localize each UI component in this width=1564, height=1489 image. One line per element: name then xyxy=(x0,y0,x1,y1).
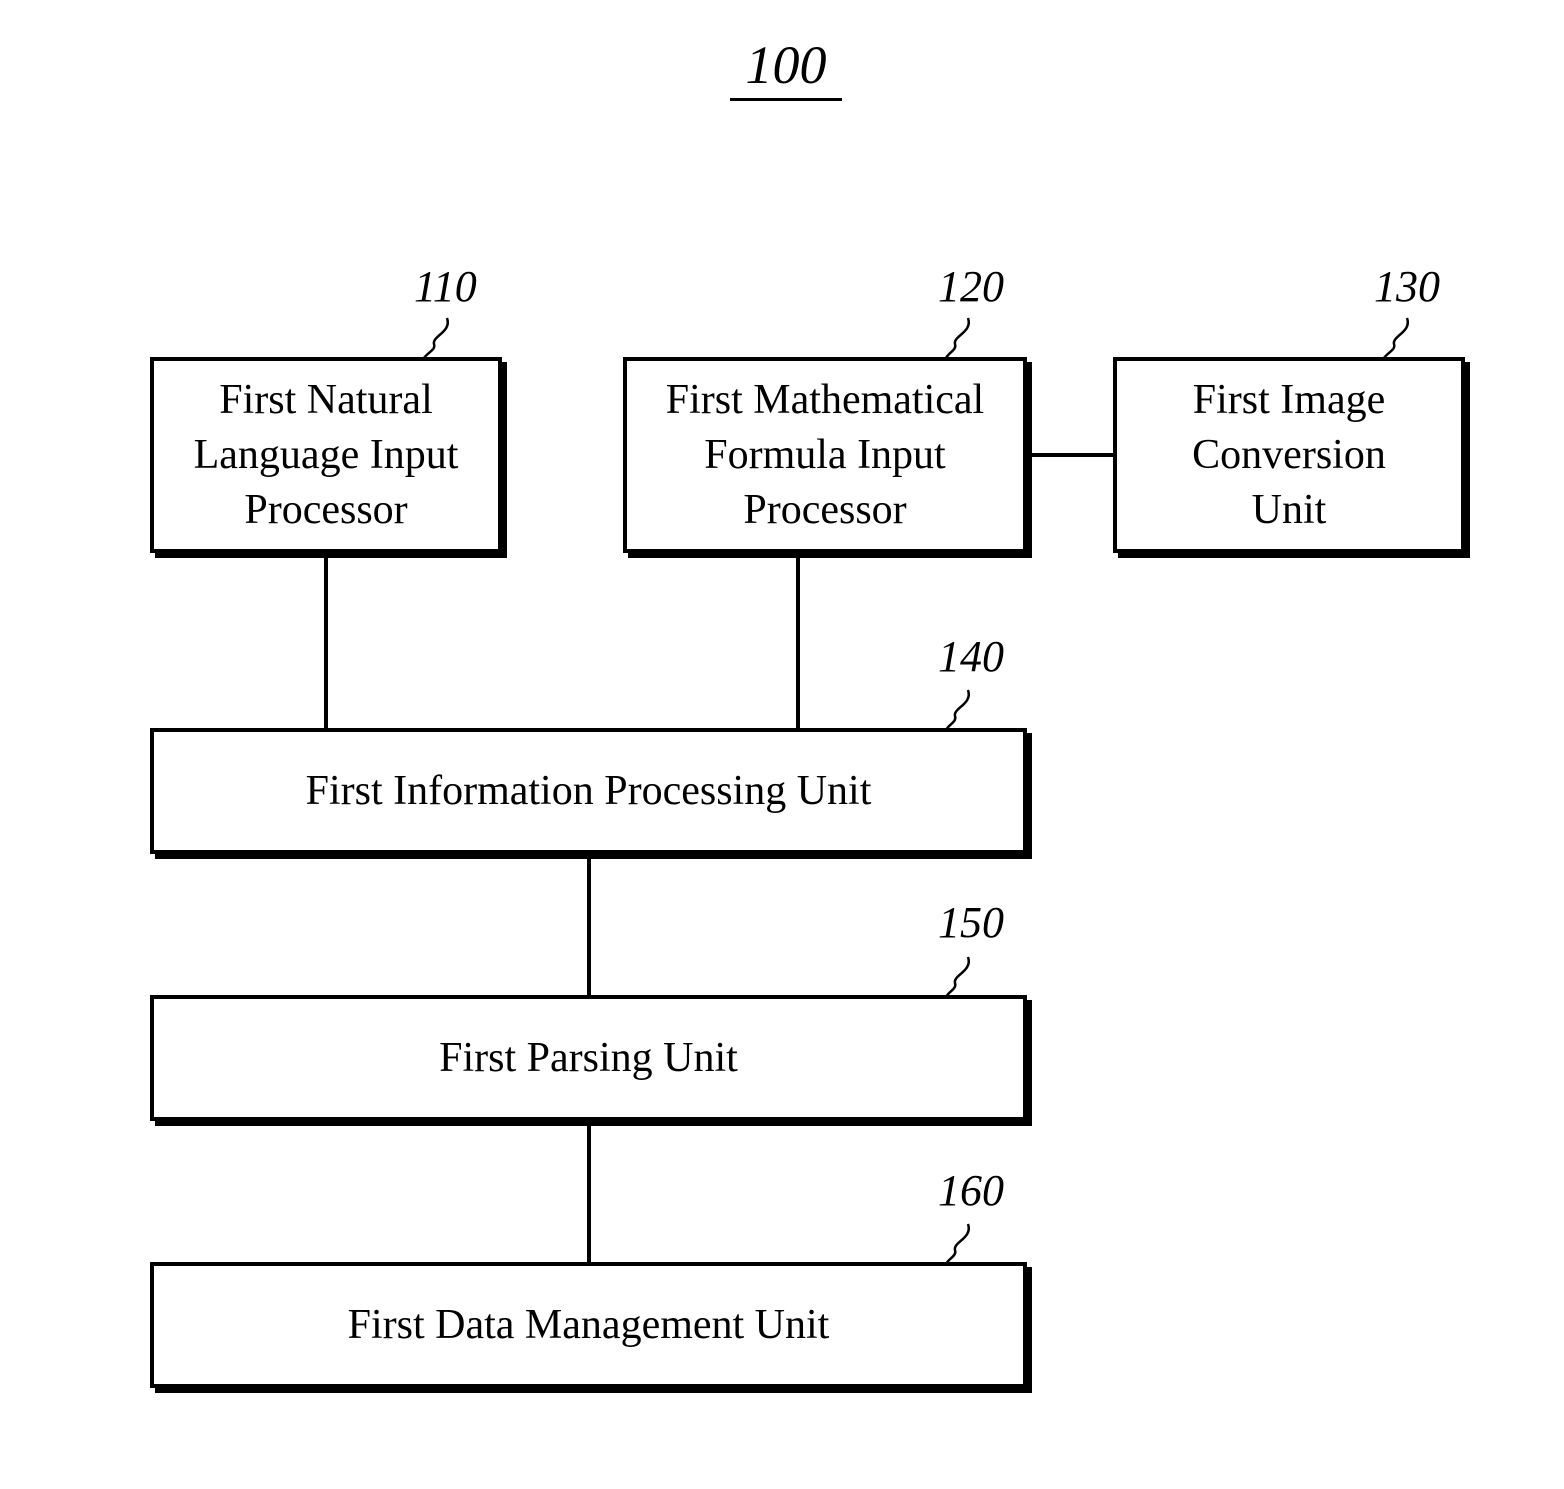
block-first-parsing-unit: First Parsing Unit xyxy=(150,995,1027,1121)
block-first-information-processing-unit: First Information Processing Unit xyxy=(150,728,1027,854)
leader-130 xyxy=(1384,318,1408,358)
ref-140: 140 xyxy=(938,632,1004,682)
block-first-mathematical-formula-input-processor: First Mathematical Formula Input Process… xyxy=(623,357,1027,553)
ref-150: 150 xyxy=(938,898,1004,948)
ref-160: 160 xyxy=(938,1166,1004,1216)
block-first-natural-language-input-processor: First Natural Language Input Processor xyxy=(150,357,502,553)
ref-110: 110 xyxy=(414,262,477,312)
ref-130: 130 xyxy=(1374,262,1440,312)
block-first-data-management-unit: First Data Management Unit xyxy=(150,1262,1027,1388)
leader-160 xyxy=(946,1224,969,1264)
leader-140 xyxy=(946,690,969,730)
leader-120 xyxy=(946,318,969,358)
block-first-image-conversion-unit: First Image Conversion Unit xyxy=(1113,357,1465,553)
leader-110 xyxy=(424,318,448,358)
leader-150 xyxy=(946,957,969,997)
ref-120: 120 xyxy=(938,262,1004,312)
